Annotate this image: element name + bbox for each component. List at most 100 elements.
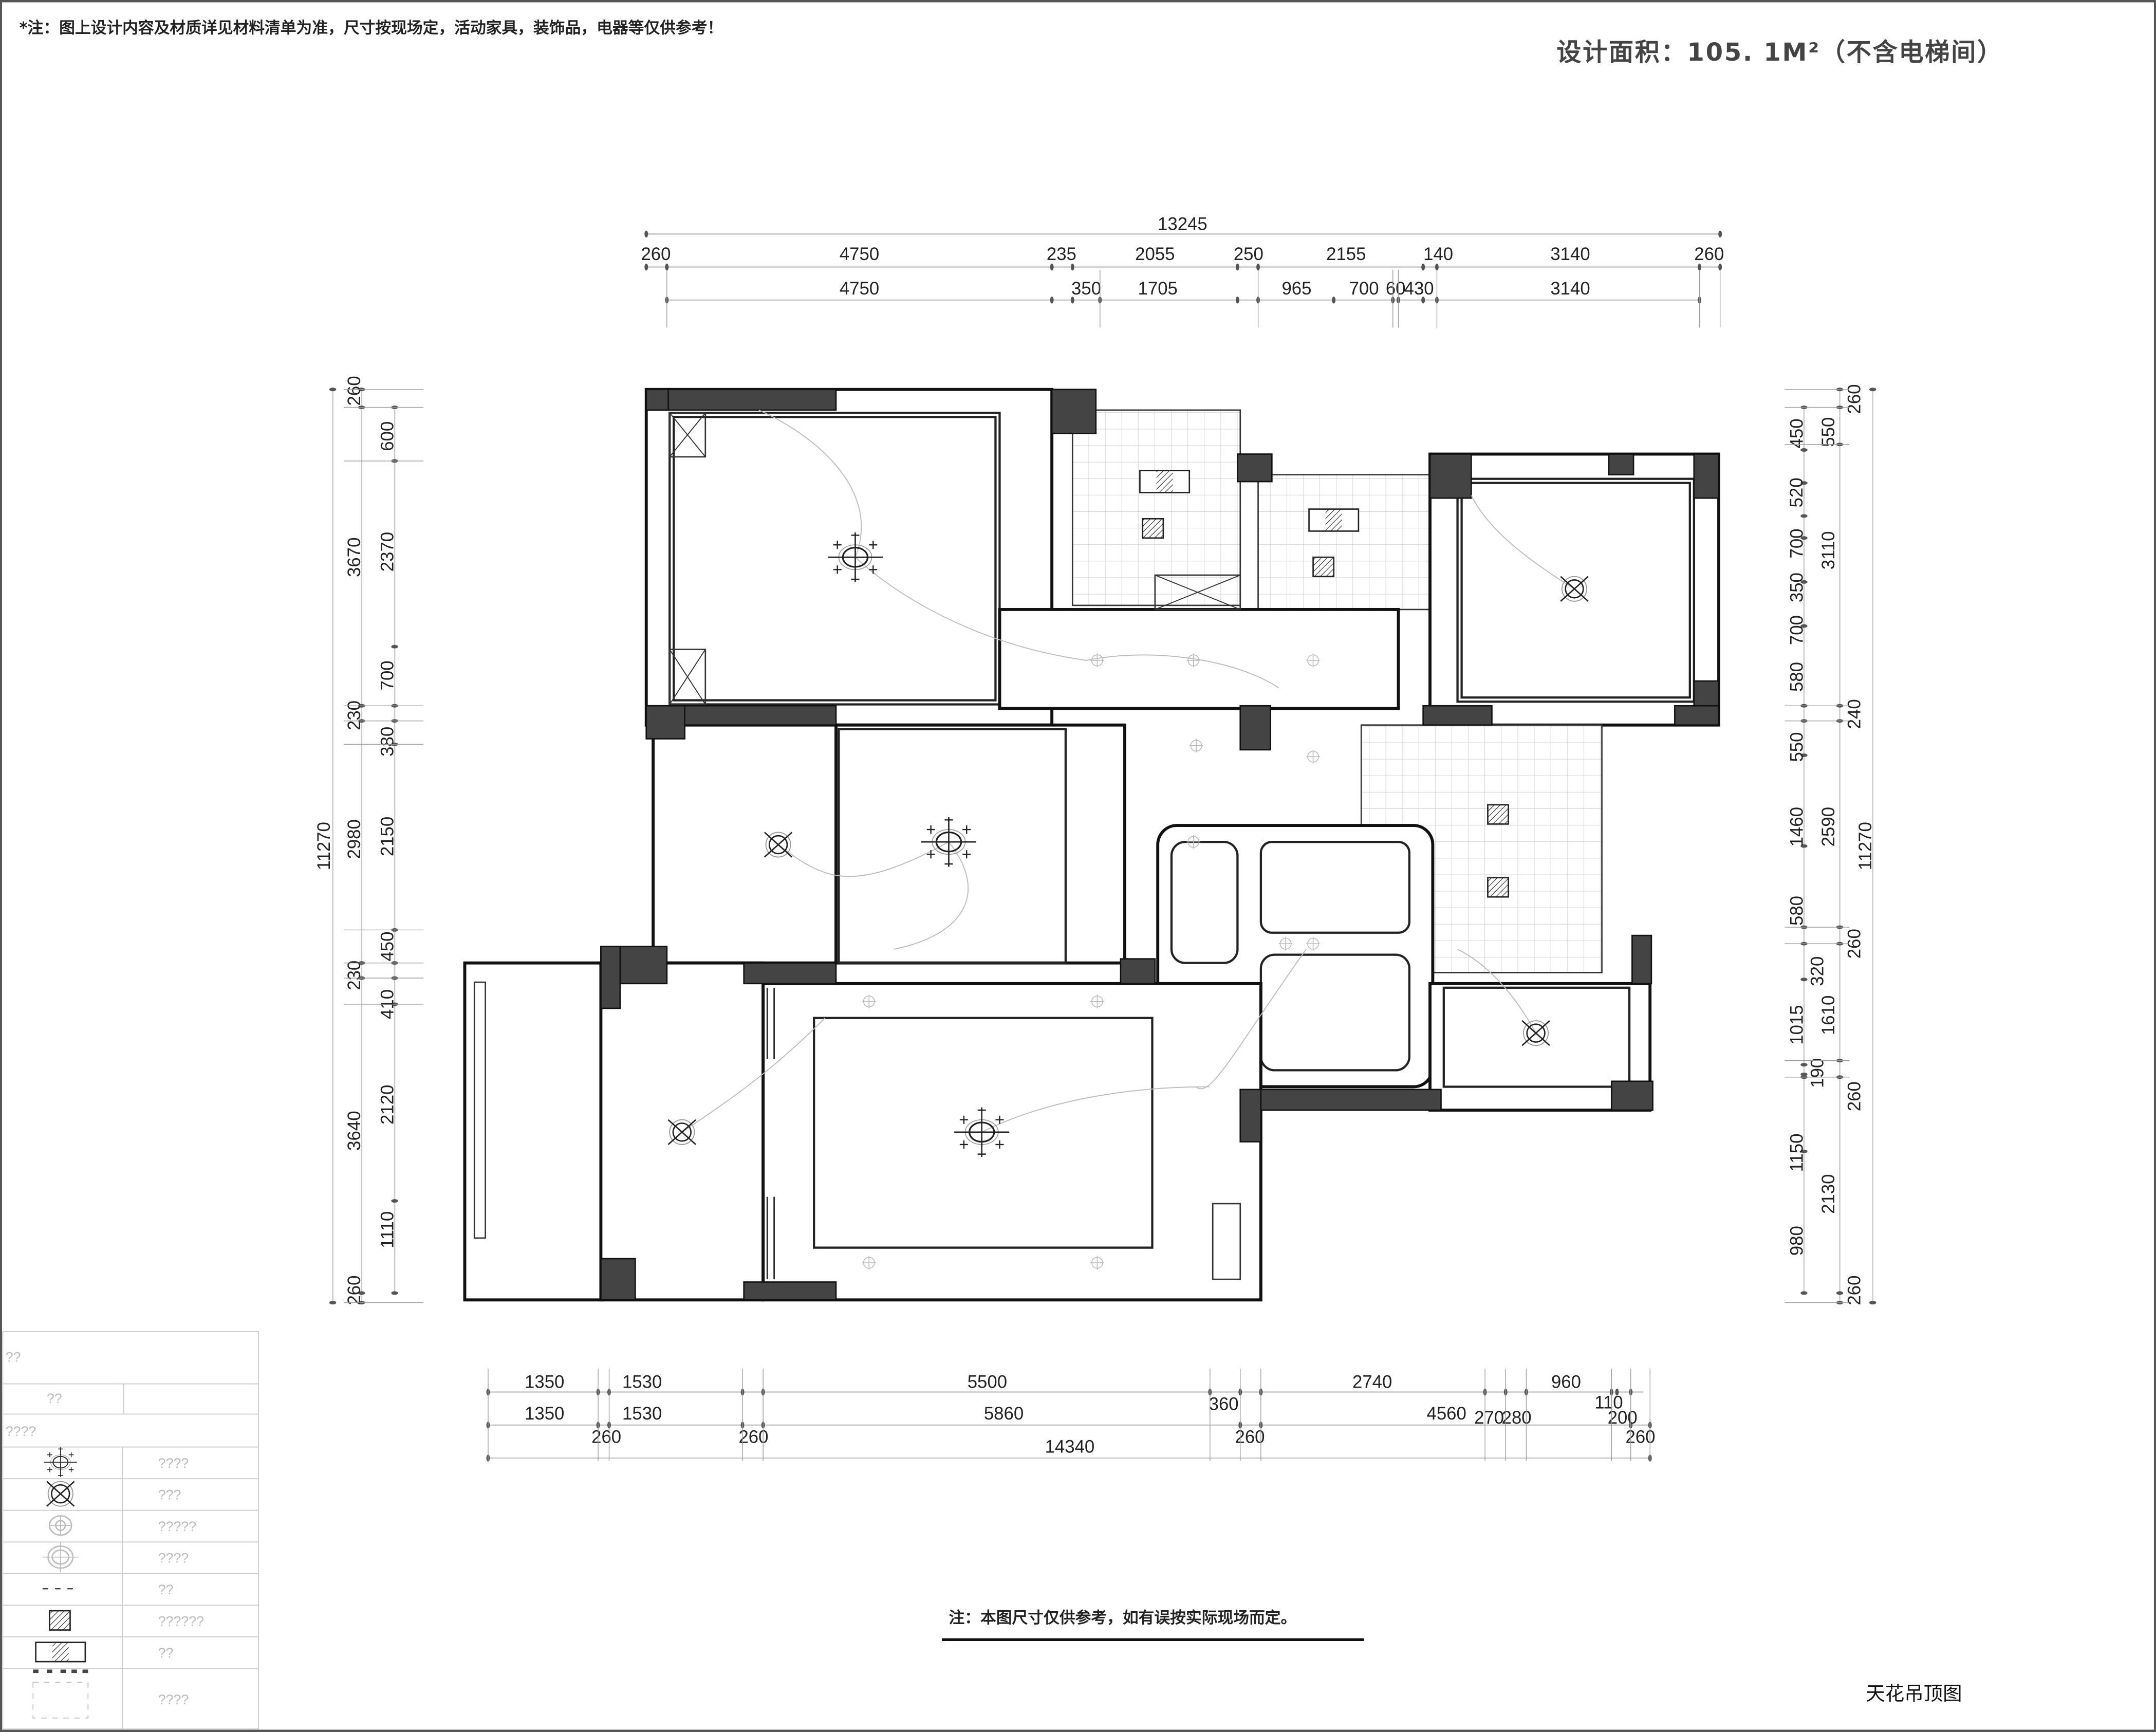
dimension-label: 260 bbox=[345, 376, 364, 406]
dimension-label: 2740 bbox=[1352, 1373, 1392, 1392]
dimension-tick bbox=[1869, 388, 1876, 392]
dimension-label: 3640 bbox=[345, 1111, 364, 1150]
dimension-label: 1705 bbox=[1138, 279, 1178, 299]
dimension-tick bbox=[329, 388, 337, 392]
dimension-tick bbox=[1800, 1072, 1808, 1076]
dimension-tick bbox=[1800, 580, 1808, 584]
dimension-label: 4750 bbox=[840, 279, 879, 299]
dimension-label: 5860 bbox=[984, 1404, 1024, 1424]
dimension-tick bbox=[1421, 263, 1425, 271]
dimension-tick bbox=[329, 1301, 337, 1305]
dimension-tick bbox=[358, 1291, 365, 1295]
dimension-tick bbox=[665, 263, 669, 271]
dimension-tick bbox=[1800, 448, 1808, 452]
dimension-tick bbox=[1070, 297, 1074, 304]
dimension-label: 700 bbox=[1349, 279, 1379, 299]
bathroom-2 bbox=[1257, 474, 1435, 611]
legend-subtitle: ???? bbox=[6, 1424, 36, 1439]
dimension-tick bbox=[1435, 263, 1439, 271]
dimension-label: 260 bbox=[345, 1276, 364, 1305]
dimension-label: 3140 bbox=[1550, 245, 1590, 264]
dimension-tick bbox=[391, 1291, 398, 1295]
dimension-tick bbox=[1800, 481, 1808, 485]
dimension-tick bbox=[1800, 624, 1808, 628]
dimension-tick bbox=[1332, 297, 1336, 304]
dimension-label: 260 bbox=[1235, 1428, 1265, 1447]
dimension-label: 260 bbox=[738, 1428, 768, 1447]
dimension-label: 965 bbox=[1281, 279, 1311, 299]
legend-column-header: ?? bbox=[47, 1391, 62, 1406]
dimension-label: 700 bbox=[1787, 528, 1807, 558]
dimension-label: 260 bbox=[1845, 1081, 1865, 1111]
legend-label: ?? bbox=[158, 1582, 174, 1597]
exhaust-fan-icon bbox=[1312, 556, 1335, 578]
dimension-tick bbox=[1800, 1063, 1808, 1067]
dimension-tick bbox=[1050, 297, 1054, 304]
exhaust-fan-icon bbox=[48, 1610, 71, 1631]
dimension-label: 980 bbox=[1787, 1226, 1807, 1256]
dimension-label: 190 bbox=[1808, 1058, 1827, 1088]
dimension-label: 1350 bbox=[525, 1373, 564, 1392]
dimension-label: 580 bbox=[1787, 896, 1807, 926]
dimension-tick bbox=[1070, 263, 1074, 271]
floor-plan bbox=[463, 388, 1720, 1302]
dimension-label: 360 bbox=[1209, 1394, 1239, 1414]
dimension-label: 1150 bbox=[1787, 1134, 1807, 1172]
dimension-label: 520 bbox=[1787, 477, 1807, 507]
dimension-label: 260 bbox=[1845, 384, 1865, 414]
dimension-label: 13245 bbox=[1158, 214, 1207, 234]
spotlight-icon bbox=[42, 1542, 79, 1573]
dimension-label: 1460 bbox=[1787, 807, 1807, 846]
dimension-tick bbox=[391, 644, 398, 649]
dimension-label: 700 bbox=[1787, 615, 1807, 645]
living-room-ceiling bbox=[813, 1017, 1154, 1249]
dimension-tick bbox=[1615, 1388, 1619, 1396]
dimension-label: 4750 bbox=[840, 245, 879, 264]
dimension-label: 350 bbox=[1787, 573, 1807, 602]
legend-label: ???? bbox=[158, 1692, 189, 1707]
dimension-label: 14340 bbox=[1045, 1437, 1095, 1457]
dimension-label: 320 bbox=[1808, 956, 1827, 986]
legend-label: ???? bbox=[158, 1550, 189, 1565]
dimension-label: 2980 bbox=[345, 819, 364, 859]
dimension-label: 260 bbox=[1845, 1276, 1865, 1305]
dimension-tick bbox=[1256, 263, 1260, 271]
footer-note: 注：本图尺寸仅供参考，如有误按实际现场而定。 bbox=[949, 1609, 1296, 1627]
living-room bbox=[761, 982, 1262, 1302]
dimension-tick bbox=[391, 1199, 398, 1203]
exhaust-fan-icon bbox=[1487, 804, 1509, 825]
dimension-label: 580 bbox=[1787, 662, 1807, 692]
dimension-tick bbox=[1235, 297, 1239, 304]
dimension-label: 140 bbox=[1423, 245, 1453, 264]
ceiling-lamp-x-icon bbox=[1521, 1020, 1551, 1046]
dimension-label: 260 bbox=[1694, 245, 1724, 264]
dimension-tick bbox=[1050, 263, 1054, 271]
bath-heater-icon bbox=[35, 1642, 86, 1663]
bath-heater-icon bbox=[1308, 508, 1360, 532]
design-area-label: 设计面积：105. 1M²（不含电梯间） bbox=[1556, 38, 2003, 67]
dimension-tick bbox=[1718, 263, 1722, 271]
dimension-label: 11270 bbox=[1856, 822, 1875, 870]
dimension-tick bbox=[1869, 1301, 1876, 1305]
ceiling-lamp-x-icon bbox=[667, 1119, 697, 1146]
dimension-label: 380 bbox=[378, 727, 397, 757]
dimension-tick bbox=[1800, 844, 1808, 848]
dimension-label: 2130 bbox=[1819, 1174, 1838, 1214]
dimension-label: 2055 bbox=[1135, 245, 1175, 264]
dimension-label: 550 bbox=[1819, 417, 1838, 447]
dimension-label: 200 bbox=[1608, 1408, 1638, 1428]
window-bays bbox=[668, 412, 1241, 705]
dimension-tick bbox=[1800, 753, 1808, 758]
dimension-label: 270 bbox=[1474, 1408, 1504, 1428]
dimension-label: 2370 bbox=[378, 532, 397, 572]
bathroom-1 bbox=[1071, 409, 1241, 606]
dimension-label: 1530 bbox=[622, 1373, 662, 1392]
curtain-box-icon bbox=[32, 1669, 89, 1719]
dimension-label: 60 bbox=[1386, 279, 1406, 299]
dimension-label: 230 bbox=[345, 961, 364, 990]
dimension-label: 235 bbox=[1047, 245, 1076, 264]
dimension-label: 2120 bbox=[378, 1085, 397, 1125]
dimension-label: 1015 bbox=[1787, 1005, 1807, 1044]
